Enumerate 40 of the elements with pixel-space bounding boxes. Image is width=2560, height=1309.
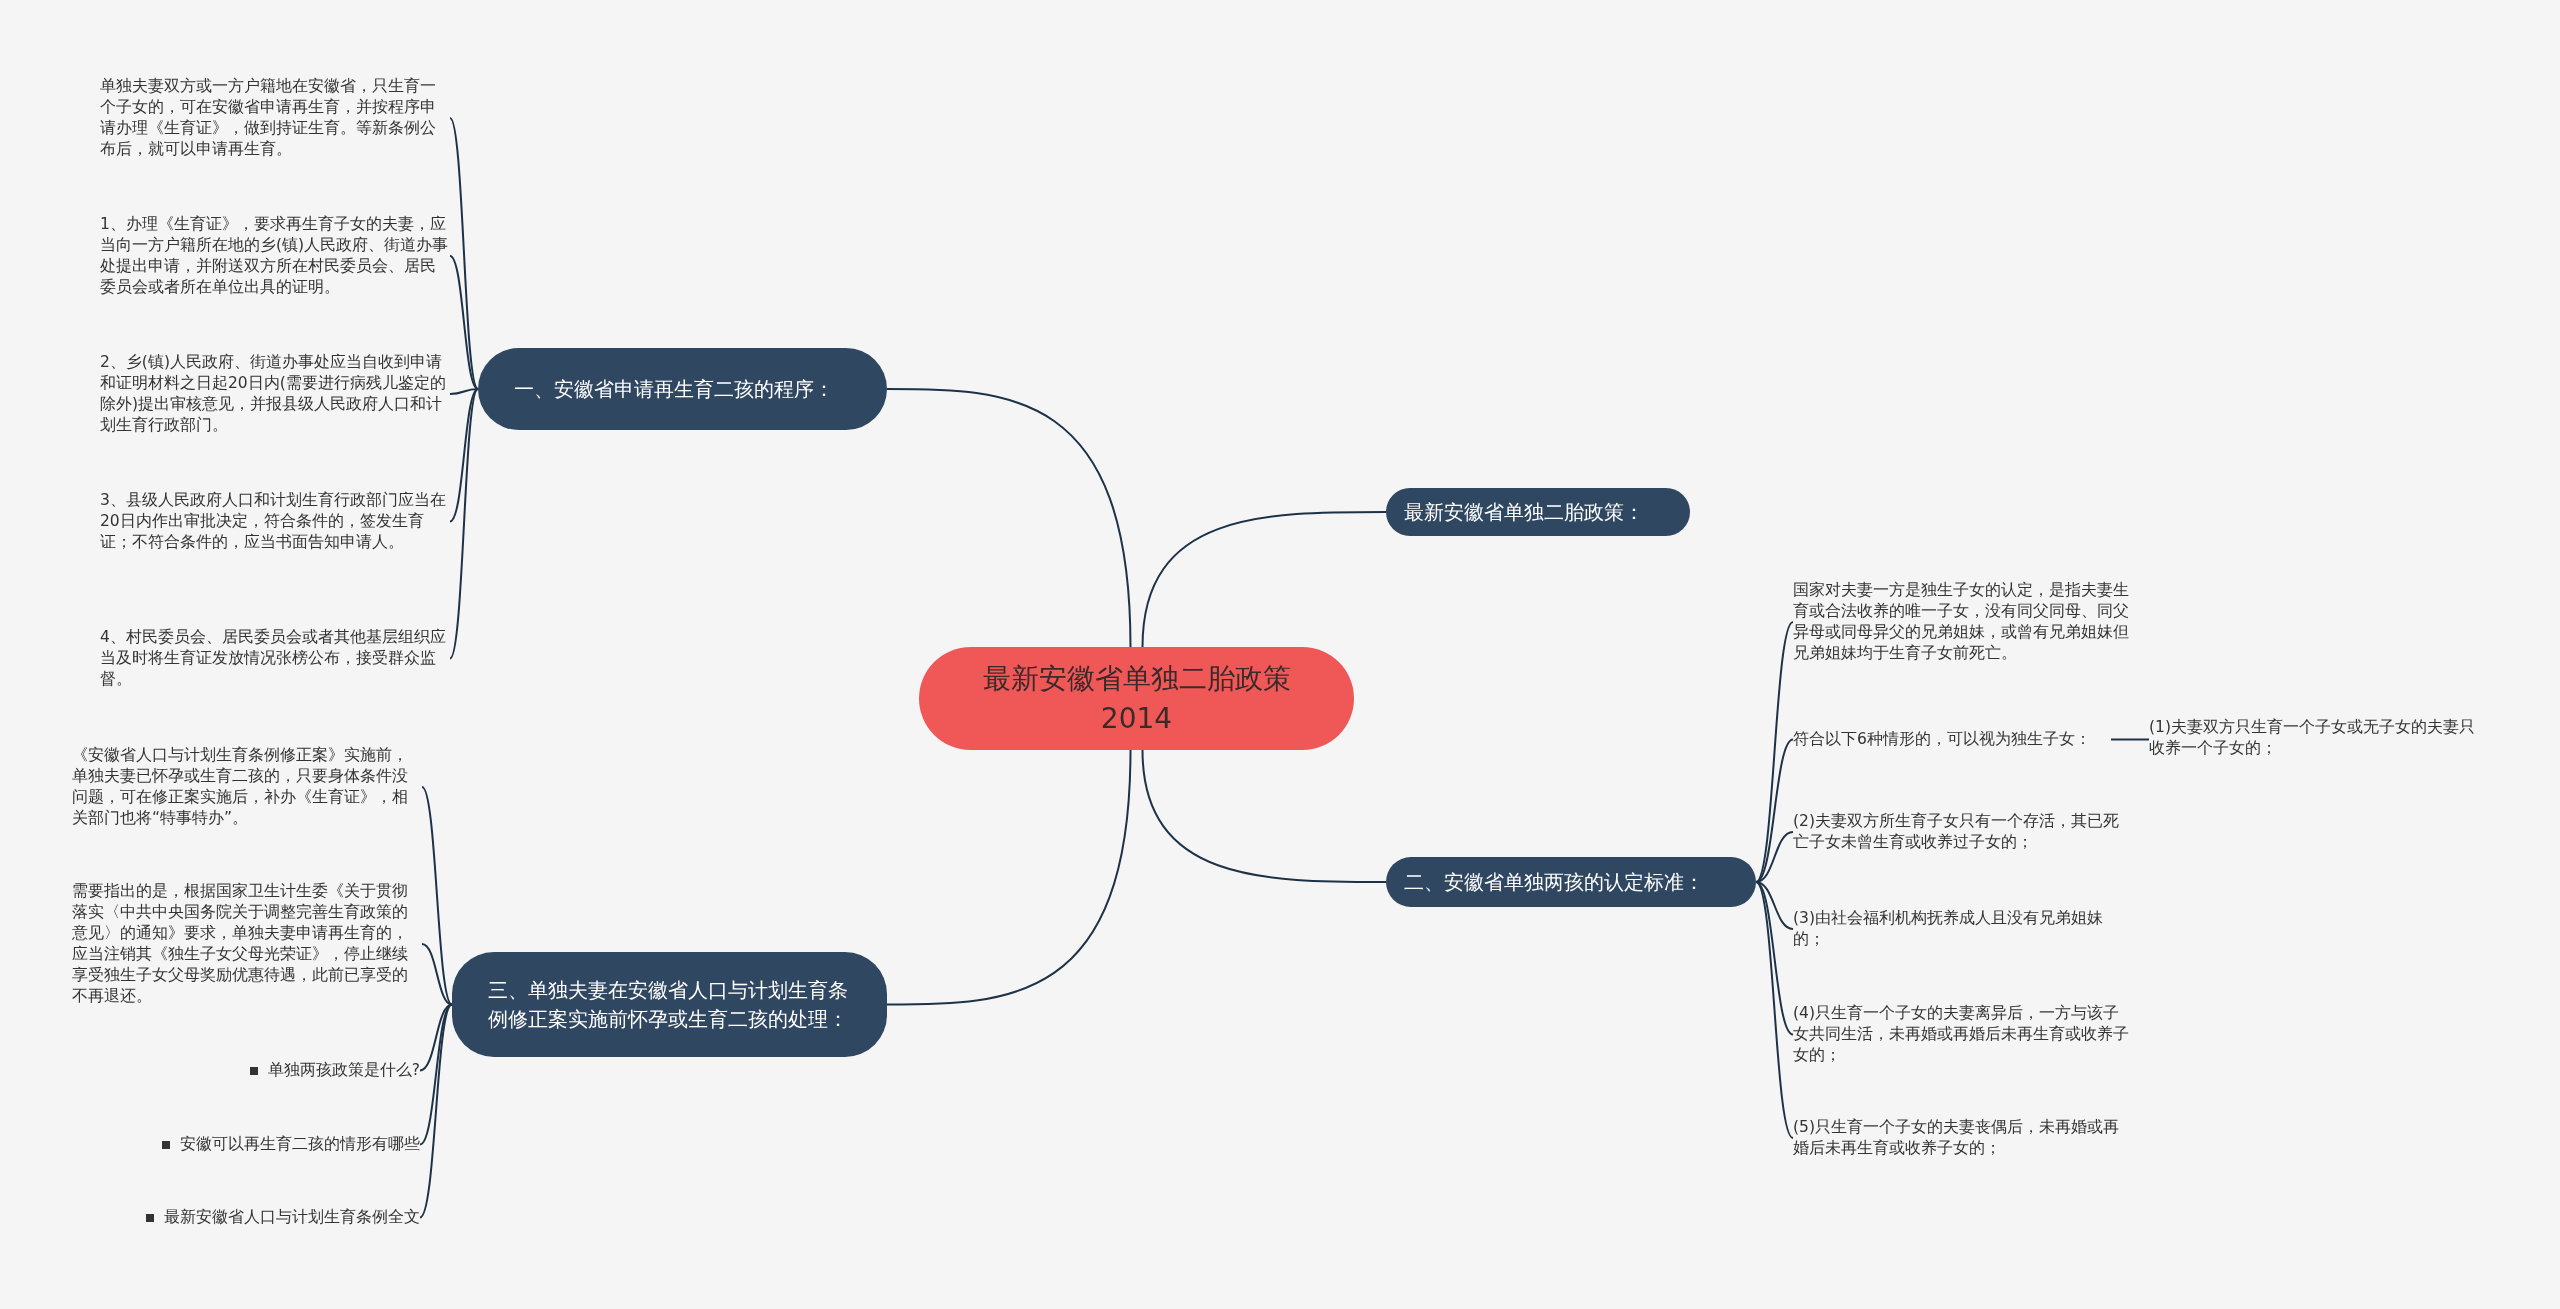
connector-line [1141,749,1387,883]
connector-line [449,388,479,660]
note-text: (2)夫妻双方所生育子女只有一个存活，其已死亡子女未曾生育或收养过子女的； [1793,811,2133,853]
link-text: 最新安徽省人口与计划生育条例全文 [164,1207,420,1228]
connector-line [449,117,479,390]
topic-box: 一、安徽省申请再生育二孩的程序： [478,348,887,430]
note-text: (1)夫妻双方只生育一个子女或无子女的夫妻只收养一个子女的； [2149,717,2479,759]
note-text: 需要指出的是，根据国家卫生计生委《关于贯彻落实〈中共中央国务院关于调整完善生育政策的意见〉的通知》要求，单独夫妻申请再生育的，应当注销其《独生子女父母光荣证》，停止继续享受独生子女父母奖励优惠待遇，此前已享受的不再退还。 [72,881,422,1007]
note-text: (4)只生育一个子女的夫妻离异后，一方与该子女共同生活，未再婚或再婚后未再生育或收养子女的； [1793,1003,2133,1066]
note-text: 单独夫妻双方或一方户籍地在安徽省，只生育一个子女的，可在安徽省申请再生育，并按程序申请办理《生育证》，做到持证生育。等新条例公布后，就可以申请再生育。 [100,76,450,160]
link-text: 安徽可以再生育二孩的情形有哪些 [180,1134,420,1155]
connector-line [449,255,479,390]
connector-line [421,943,453,1006]
note-text: 1、办理《生育证》，要求再生育子女的夫妻，应当向一方户籍所在地的乡(镇)人民政府、街道办事处提出申请，并附送双方所在村民委员会、居民委员会或者所在单位出具的证明。 [100,214,450,298]
connector-line [1755,881,1794,1139]
note-text: 国家对夫妻一方是独生子女的认定，是指夫妻生育或合法收养的唯一子女，没有同父同母、同父异母或同母异父的兄弟姐妹，或曾有兄弟姐妹但兄弟姐妹均于生育子女前死亡。 [1793,580,2133,664]
connector-line [886,749,1132,1006]
topic-box: 二、安徽省单独两孩的认定标准： [1386,857,1756,907]
note-text: 《安徽省人口与计划生育条例修正案》实施前，单独夫妻已怀孕或生育二孩的，只要身体条件没问题，可在修正案实施后，补办《生育证》，相关部门也将“特事特办”。 [72,745,422,829]
topic-box: 最新安徽省单独二胎政策： [1386,488,1690,536]
connector-line [1141,511,1387,648]
central-topic-box: 最新安徽省单独二胎政策2014 [919,647,1354,750]
connector-line [1755,881,1794,930]
note-text: 3、县级人民政府人口和计划生育行政部门应当在20日内作出审批决定，符合条件的，签发生育证；不符合条件的，应当书面告知申请人。 [100,490,450,553]
connector-line [1755,621,1794,883]
note-text: 2、乡(镇)人民政府、街道办事处应当自收到申请和证明材料之日起20日内(需要进行病残儿鉴定的除外)提出审核意见，并报县级人民政府人口和计划生育行政部门。 [100,352,450,436]
note-text: (3)由社会福利机构抚养成人且没有兄弟姐妹的； [1793,908,2133,950]
note-text: (5)只生育一个子女的夫妻丧偶后，未再婚或再婚后未再生育或收养子女的； [1793,1117,2133,1159]
link-text: 单独两孩政策是什么? [267,1060,420,1081]
connector-line [419,1003,453,1219]
connector-line [1755,738,1794,883]
connector-line [886,388,1132,648]
connector-line [1755,881,1794,1036]
connector-line [449,388,479,395]
topic-box: 三、单独夫妻在安徽省人口与计划生育条例修正案实施前怀孕或生育二孩的处理： [452,952,887,1057]
connector-line [449,388,479,523]
note-text: 符合以下6种情形的，可以视为独生子女： [1793,729,2111,750]
note-text: 4、村民委员会、居民委员会或者其他基层组织应当及时将生育证发放情况张榜公布，接受群众监督。 [100,627,450,690]
connector-line [421,786,453,1006]
connector-line [2110,738,2150,741]
